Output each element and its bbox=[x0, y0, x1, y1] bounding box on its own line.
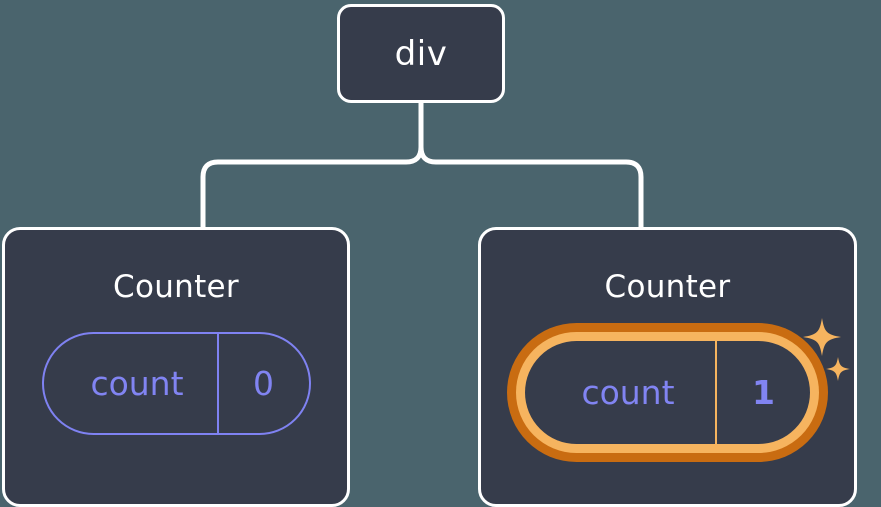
state-pill-value-cell: 0 bbox=[216, 334, 309, 433]
state-pill-inner: count 1 bbox=[525, 341, 810, 444]
state-key-label: count bbox=[581, 373, 675, 412]
node-counter-right[interactable]: Counter count 1 bbox=[478, 227, 857, 507]
state-key-label: count bbox=[90, 364, 184, 403]
node-counter-left[interactable]: Counter count 0 bbox=[2, 227, 350, 507]
state-pill-key-cell: count bbox=[525, 341, 715, 444]
node-root-label: div bbox=[394, 33, 448, 74]
state-pill-key-cell: count bbox=[44, 334, 217, 433]
state-pill-count-1-highlighted[interactable]: count 1 bbox=[516, 332, 819, 453]
state-value-label: 0 bbox=[253, 364, 274, 403]
state-pill-value-cell: 1 bbox=[715, 341, 810, 444]
connector-branch-right bbox=[418, 144, 644, 230]
connector-branch-left bbox=[200, 144, 424, 230]
counter-right-title: Counter bbox=[604, 269, 731, 305]
counter-left-state-wrap: count 0 bbox=[41, 332, 311, 435]
node-root-div[interactable]: div bbox=[337, 4, 505, 103]
counter-right-state-wrap: count 1 bbox=[516, 332, 819, 453]
state-pill-count-0[interactable]: count 0 bbox=[41, 332, 311, 435]
counter-left-title: Counter bbox=[113, 269, 239, 305]
diagram-canvas: div Counter count 0 Counter count bbox=[2, 4, 857, 507]
state-value-label: 1 bbox=[752, 373, 775, 412]
